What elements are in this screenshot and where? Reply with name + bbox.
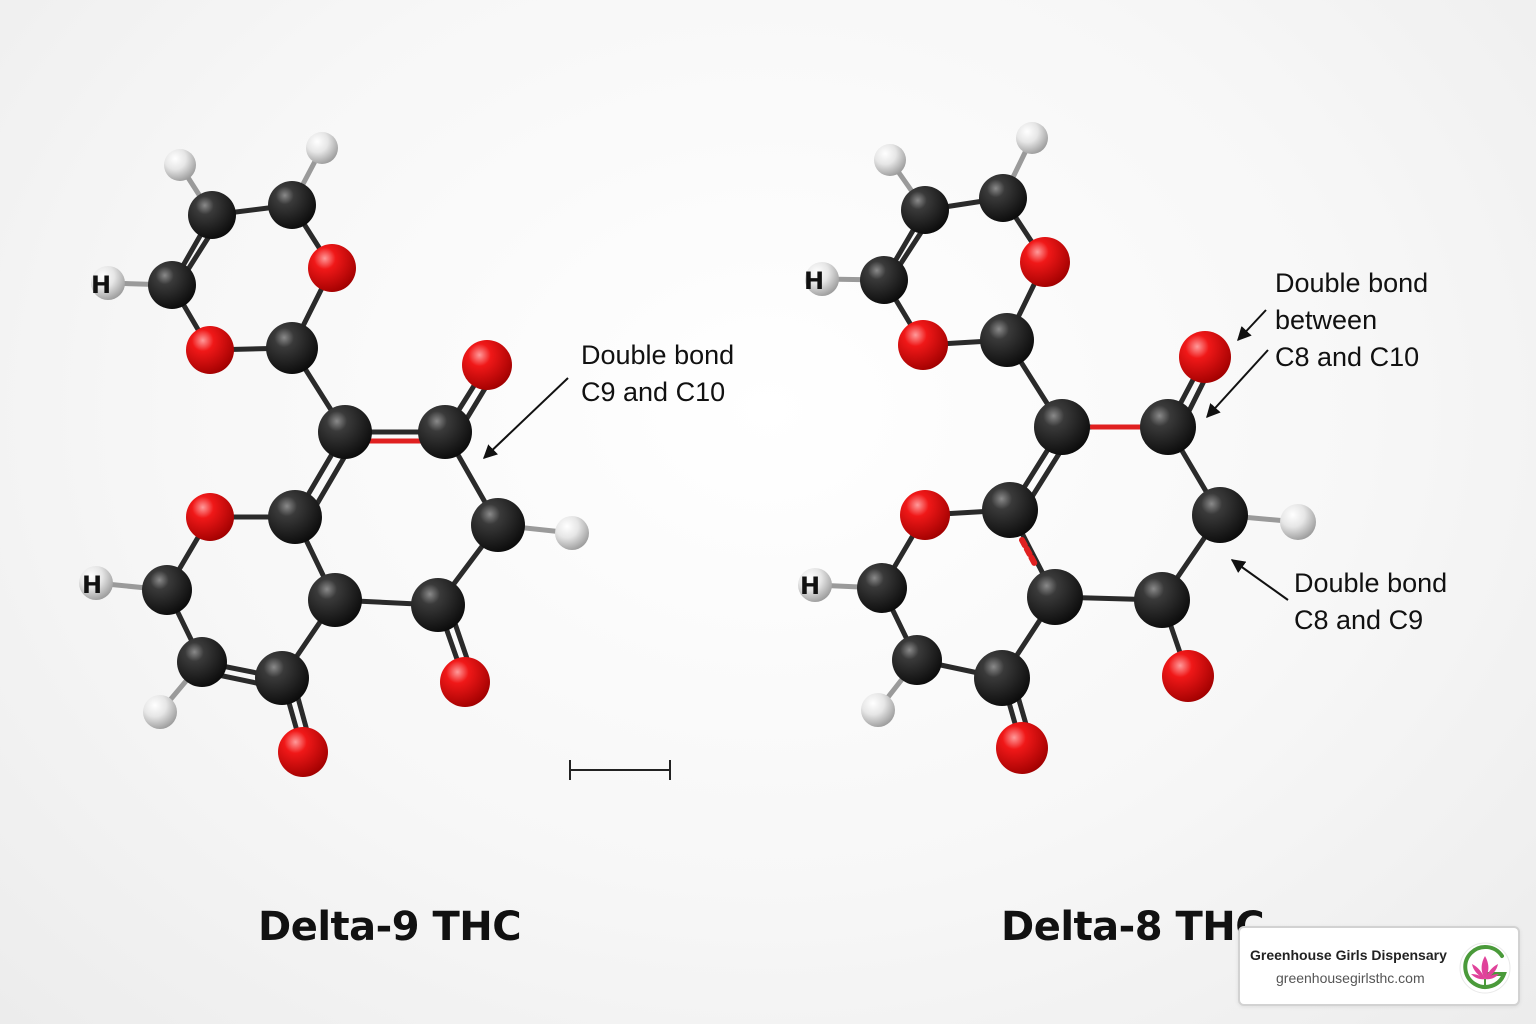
delta9-title: Delta-9 THC (258, 904, 522, 950)
delta8-ring-highlight (1019, 537, 1039, 569)
hydrogen-atom (79, 566, 113, 600)
delta8-annotation-arrow (1206, 349, 1269, 419)
oxygen-atom (440, 657, 490, 707)
oxygen-atom (186, 326, 234, 374)
carbon-atom (255, 651, 309, 705)
carbon-atom (266, 322, 318, 374)
carbon-atom (268, 490, 322, 544)
oxygen-atom (278, 727, 328, 777)
hydrogen-label: H (800, 572, 820, 600)
carbon-atom (901, 186, 949, 234)
carbon-atom (860, 256, 908, 304)
hydrogen-atom (1016, 122, 1048, 154)
oxygen-atom (1179, 331, 1231, 383)
annotation-line: Double bond (581, 340, 735, 370)
brand-badge[interactable]: Greenhouse Girls Dispensary greenhousegi… (1238, 926, 1520, 1006)
delta9-annotation-arrow (482, 377, 569, 459)
carbon-atom (1027, 569, 1083, 625)
delta8-annotation-top: Double bond between C8 and C10 (1275, 265, 1428, 376)
cannabis-leaf-logo-icon (1459, 942, 1511, 994)
delta8-molecule: H H (798, 122, 1316, 774)
hydrogen-label: H (804, 267, 824, 295)
carbon-atom (471, 498, 525, 552)
delta8-atoms (798, 122, 1316, 774)
carbon-atom (418, 405, 472, 459)
delta9-atoms (79, 132, 589, 777)
carbon-atom (1134, 572, 1190, 628)
hydrogen-atom (1280, 504, 1316, 540)
carbon-atom (148, 261, 196, 309)
oxygen-atom (308, 244, 356, 292)
carbon-atom (1140, 399, 1196, 455)
oxygen-atom (1020, 237, 1070, 287)
carbon-atom (1192, 487, 1248, 543)
annotation-line: Double bond (1294, 568, 1448, 598)
hydrogen-atom (555, 516, 589, 550)
hydrogen-atom (164, 149, 196, 181)
hydrogen-label: H (82, 571, 102, 599)
annotation-line: C9 and C10 (581, 377, 726, 407)
oxygen-atom (900, 490, 950, 540)
oxygen-atom (996, 722, 1048, 774)
carbon-atom (318, 405, 372, 459)
annotation-line: C8 and C9 (1294, 605, 1424, 635)
delta9-annotation: Double bond C9 and C10 (581, 337, 734, 411)
carbon-atom (979, 174, 1027, 222)
carbon-atom (857, 563, 907, 613)
carbon-atom (268, 181, 316, 229)
carbon-atom (1034, 399, 1090, 455)
delta8-annotation-arrow (1237, 309, 1267, 342)
hydrogen-atom (91, 266, 125, 300)
hydrogen-atom (798, 568, 832, 602)
hydrogen-atom (861, 693, 895, 727)
delta8-annotation-arrow (1230, 559, 1289, 601)
hydrogen-atom (874, 144, 906, 176)
carbon-atom (411, 578, 465, 632)
oxygen-atom (462, 340, 512, 390)
carbon-atom (308, 573, 362, 627)
carbon-atom (982, 482, 1038, 538)
brand-url[interactable]: greenhousegirlsthc.com (1276, 970, 1425, 986)
carbon-atom (188, 191, 236, 239)
delta8-title: Delta-8 THC (1001, 904, 1265, 950)
delta8-annotation-bottom: Double bond C8 and C9 (1294, 565, 1447, 639)
oxygen-atom (898, 320, 948, 370)
hydrogen-atom (805, 262, 839, 296)
carbon-atom (980, 313, 1034, 367)
oxygen-atom (1162, 650, 1214, 702)
hydrogen-label: H (91, 271, 111, 299)
carbon-atom (974, 650, 1030, 706)
carbon-atom (142, 565, 192, 615)
annotation-line: between (1275, 305, 1378, 335)
annotation-line: C8 and C10 (1275, 342, 1420, 372)
hydrogen-atom (143, 695, 177, 729)
scale-bar (569, 760, 671, 780)
carbon-atom (892, 635, 942, 685)
hydrogen-atom (306, 132, 338, 164)
carbon-atom (177, 637, 227, 687)
annotation-line: Double bond (1275, 268, 1429, 298)
delta9-molecule: H H (79, 132, 671, 780)
oxygen-atom (186, 493, 234, 541)
brand-name: Greenhouse Girls Dispensary (1250, 947, 1447, 963)
